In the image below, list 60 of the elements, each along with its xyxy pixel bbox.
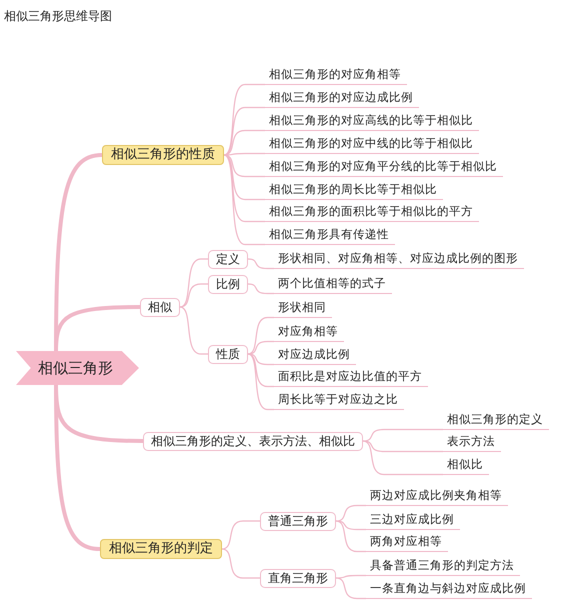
topic-text: 形状相同 <box>274 298 332 318</box>
topic-box: 性质 <box>208 344 248 364</box>
branch-line <box>222 520 260 550</box>
topic-text: 相似三角形的面积比等于相似比的平方 <box>265 202 479 222</box>
branch-line <box>248 316 274 355</box>
branch-line <box>248 353 274 410</box>
branch-line <box>248 340 274 355</box>
topic-text: 两角对应相等 <box>366 532 448 552</box>
topic-text: 相似三角形的定义 <box>443 410 549 430</box>
topic-text: 相似比 <box>443 455 489 475</box>
branch-line <box>180 306 208 355</box>
topic-text: 三边对应成比例 <box>366 510 460 530</box>
topic-text: 相似三角形的周长比等于相似比 <box>265 180 443 200</box>
branch-line <box>224 154 265 246</box>
topic-text: 相似三角形具有传递性 <box>265 225 395 245</box>
branch-line <box>180 258 208 308</box>
topic-text: 相似三角形的对应角平分线的比等于相似比 <box>265 157 503 177</box>
branch-line <box>54 305 140 352</box>
branch-line <box>180 283 208 308</box>
topic-text: 两边对应成比例夹角相等 <box>366 486 508 506</box>
main-topic-box: 相似三角形的判定 <box>100 539 222 559</box>
branch-line <box>336 504 366 522</box>
branch-line <box>362 440 443 452</box>
branch-line <box>224 152 265 156</box>
topic-box: 相似三角形的定义、表示方法、相似比 <box>143 432 363 450</box>
topic-box: 相似 <box>140 298 180 316</box>
topic-text: 两个比值相等的式子 <box>274 274 392 294</box>
topic-text: 相似三角形的对应边成比例 <box>265 88 419 108</box>
branch-line <box>222 548 260 579</box>
topic-box: 直角三角形 <box>260 568 336 588</box>
branch-line <box>248 258 274 270</box>
branch-line <box>248 283 274 294</box>
branch-line <box>336 577 366 600</box>
topic-text: 一条直角边与斜边对应成比例 <box>366 579 532 599</box>
branch-line <box>224 106 265 156</box>
topic-text: 对应角相等 <box>274 322 344 342</box>
topic-text: 表示方法 <box>443 432 501 452</box>
topic-box: 普通三角形 <box>260 512 336 530</box>
topic-text: 周长比等于对应边之比 <box>274 390 404 410</box>
branch-line <box>54 384 100 551</box>
topic-text: 相似三角形的对应高线的比等于相似比 <box>265 111 479 131</box>
title: 相似三角形思维导图 <box>4 8 112 25</box>
branch-line <box>248 353 274 366</box>
branch-line <box>224 84 265 156</box>
topic-box: 定义 <box>208 250 248 268</box>
main-topic-box: 相似三角形的性质 <box>102 145 224 165</box>
topic-text: 面积比是对应边比值的平方 <box>274 367 428 387</box>
branch-line <box>362 440 443 476</box>
branch-line <box>336 520 366 530</box>
topic-box: 比例 <box>208 274 248 294</box>
branch-line <box>336 574 366 579</box>
central-topic: 相似三角形 <box>16 351 139 385</box>
branch-line <box>248 353 274 388</box>
branch-line <box>336 520 366 552</box>
topic-text: 具备普通三角形的判定方法 <box>366 556 520 576</box>
topic-text: 形状相同、对应角相等、对应边成比例的图形 <box>274 249 524 269</box>
topic-text: 相似三角形的对应角相等 <box>265 65 407 85</box>
topic-text: 对应边成比例 <box>274 345 356 365</box>
branch-line <box>362 428 443 442</box>
topic-text: 相似三角形的对应中线的比等于相似比 <box>265 134 479 154</box>
